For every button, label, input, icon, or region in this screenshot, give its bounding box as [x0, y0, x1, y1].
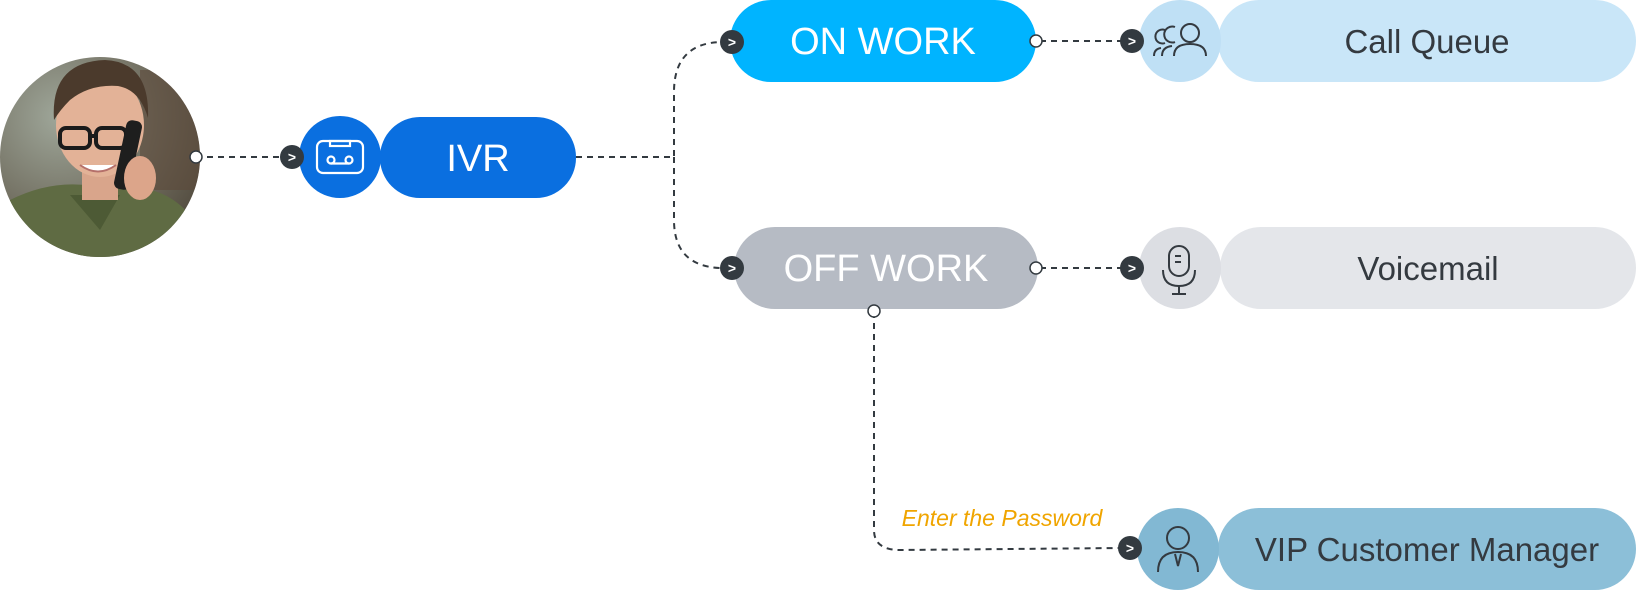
voicemail-node[interactable]: Voicemail [1139, 227, 1636, 309]
call-queue-pill [1218, 0, 1636, 82]
output-ports [189, 34, 1043, 318]
vip-node[interactable]: VIP Customer Manager [1137, 508, 1636, 590]
ivr-pill [380, 117, 576, 198]
call-queue-icon-circle [1139, 0, 1221, 82]
ivr-label: IVR [446, 138, 509, 180]
group-users-icon [1153, 23, 1207, 57]
vip-pill [1218, 508, 1636, 590]
call-queue-node[interactable]: Call Queue [1139, 0, 1636, 82]
on-work-input-connector[interactable]: > [720, 30, 744, 54]
vip-input-connector[interactable]: > [1118, 536, 1142, 560]
off-work-node[interactable]: OFF WORK [734, 227, 1038, 309]
edge-label-password: Enter the Password [902, 505, 1104, 531]
microphone-icon [1162, 245, 1196, 295]
svg-text:>: > [728, 260, 736, 276]
on-work-output-port [1029, 34, 1043, 48]
svg-text:>: > [1128, 33, 1136, 49]
svg-text:>: > [1128, 260, 1136, 276]
ivr-input-connector[interactable]: > [280, 145, 304, 169]
svg-text:>: > [288, 149, 296, 165]
voicemail-input-connector[interactable]: > [1120, 256, 1144, 280]
edge-ivr-to-off-work [673, 157, 721, 269]
on-work-label: ON WORK [790, 21, 976, 63]
edges [196, 40, 1124, 552]
off-work-bottom-port [867, 304, 881, 318]
ivr-icon-circle [299, 116, 381, 198]
off-work-pill [734, 227, 1038, 309]
off-work-label: OFF WORK [784, 248, 989, 290]
caller-output-port [189, 150, 203, 164]
voicemail-icon-circle [1139, 227, 1221, 309]
ivr-node[interactable]: IVR [299, 116, 576, 198]
voicemail-label: Voicemail [1357, 250, 1498, 287]
voicemail-pill [1220, 227, 1636, 309]
edge-ivr-branch [576, 41, 721, 158]
call-queue-input-connector[interactable]: > [1120, 29, 1144, 53]
svg-text:>: > [728, 34, 736, 50]
svg-text:>: > [1126, 540, 1134, 556]
input-connectors: > > > > > > [280, 29, 1144, 560]
user-tie-icon [1157, 526, 1199, 573]
edge-off-work-to-vip [873, 312, 1123, 552]
call-queue-label: Call Queue [1344, 23, 1509, 60]
on-work-pill [730, 0, 1036, 82]
voicemail-tape-icon [315, 139, 365, 175]
off-work-output-port [1029, 261, 1043, 275]
caller-avatar [0, 57, 200, 257]
vip-label: VIP Customer Manager [1255, 531, 1599, 568]
off-work-input-connector[interactable]: > [720, 256, 744, 280]
on-work-node[interactable]: ON WORK [730, 0, 1036, 82]
